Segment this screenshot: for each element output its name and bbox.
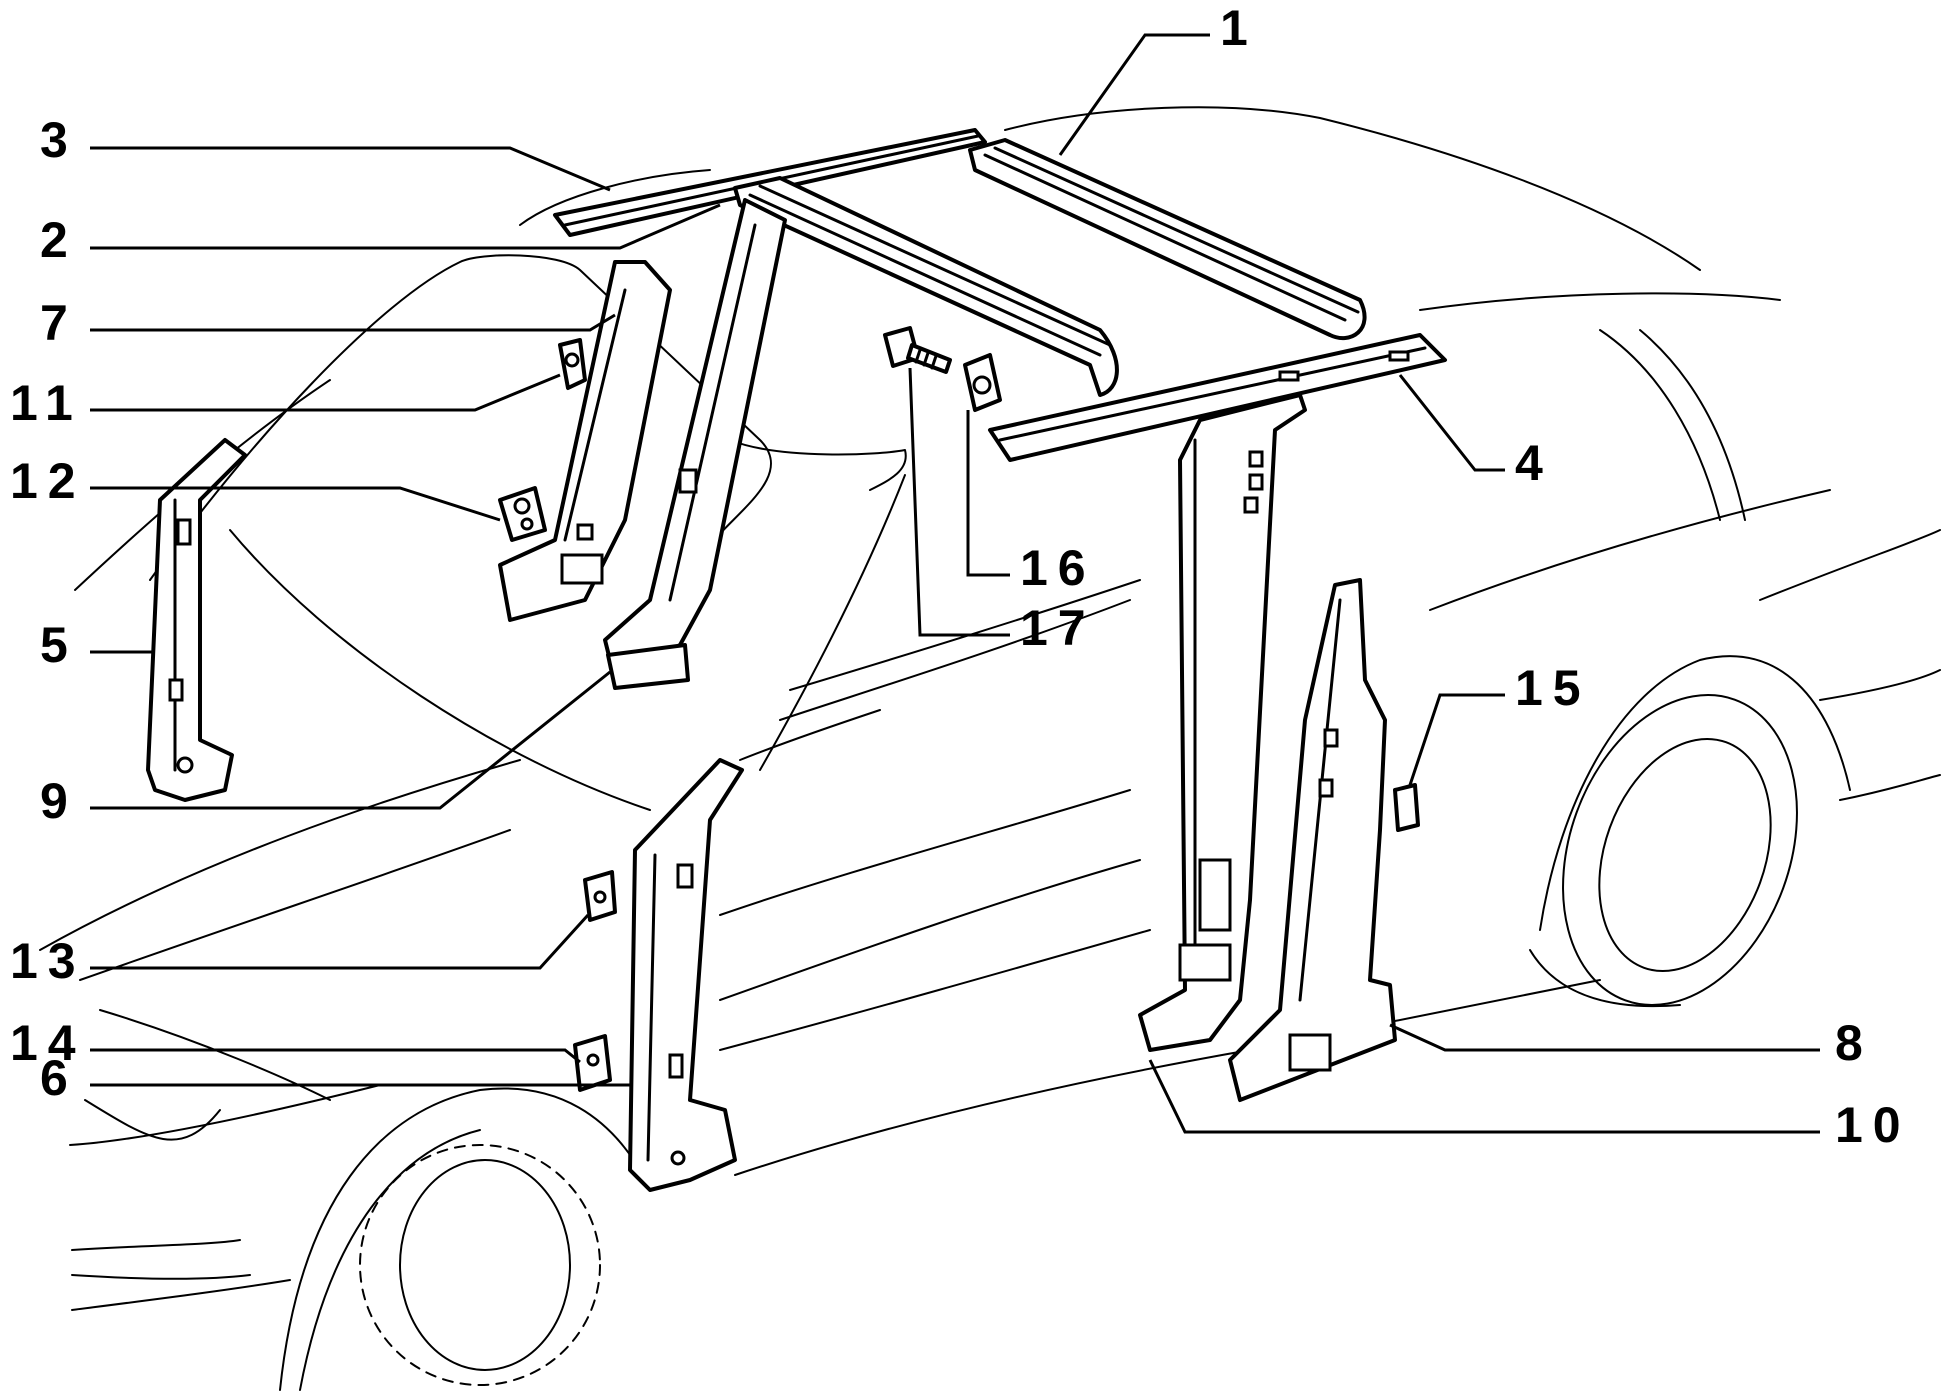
part-14-clip <box>573 1034 612 1092</box>
callout-labels: 1 2 3 4 5 6 7 8 9 10 11 12 13 14 15 16 1… <box>10 0 1911 1153</box>
part-8-b-pillar-reinforcement <box>1228 578 1397 1102</box>
leader-3 <box>90 146 611 192</box>
leader-2 <box>90 203 721 250</box>
part-15-clip <box>1393 783 1420 832</box>
leader-1 <box>1058 33 1210 156</box>
leader-17 <box>908 367 1010 637</box>
car-body-outline <box>39 106 1941 1391</box>
part-6-front-door-pillar <box>628 758 744 1192</box>
leader-12 <box>90 486 501 522</box>
leader-11 <box>90 373 561 412</box>
callout-6: 6 <box>40 1050 78 1106</box>
callout-3: 3 <box>40 112 78 168</box>
part-9-a-pillar-reinforcement <box>603 198 787 690</box>
part-1-roof-rail <box>968 138 1367 341</box>
callout-9: 9 <box>40 773 78 829</box>
callout-8: 8 <box>1835 1015 1873 1071</box>
leader-7 <box>90 313 616 332</box>
part-4-rear-roof-crossmember <box>988 333 1447 462</box>
part-2-front-roof-crossmember <box>733 176 1119 397</box>
callout-12: 12 <box>10 453 86 509</box>
leader-16 <box>966 410 1010 577</box>
callout-14: 14 <box>10 1015 86 1071</box>
leader-lines <box>90 33 1820 1134</box>
callout-2: 2 <box>40 212 78 268</box>
callout-15: 15 <box>1515 660 1591 716</box>
leader-14 <box>90 1048 581 1064</box>
leader-4 <box>1398 374 1505 472</box>
callout-4: 4 <box>1515 435 1553 491</box>
callout-11: 11 <box>10 375 83 431</box>
callout-16: 16 <box>1020 540 1096 596</box>
callout-17: 17 <box>1020 600 1096 656</box>
part-12-bracket <box>498 486 547 542</box>
callout-7: 7 <box>40 295 78 351</box>
callout-5: 5 <box>40 617 78 673</box>
leader-8 <box>1389 1023 1820 1052</box>
part-10-b-pillar-inner <box>1138 393 1307 1052</box>
callout-10: 10 <box>1835 1097 1911 1153</box>
part-13-clip <box>583 870 617 922</box>
part-17-bolt <box>883 326 952 374</box>
part-11-bracket <box>558 338 587 390</box>
callout-1: 1 <box>1220 0 1258 56</box>
leader-15 <box>1408 693 1505 786</box>
callout-13: 13 <box>10 933 86 989</box>
leader-10 <box>1148 1059 1820 1134</box>
part-7-a-pillar-inner <box>498 260 672 622</box>
leader-9 <box>90 670 611 810</box>
leader-13 <box>90 913 590 970</box>
part-16-nut-plate <box>963 353 1002 412</box>
part-5-windscreen-pillar <box>146 438 247 802</box>
